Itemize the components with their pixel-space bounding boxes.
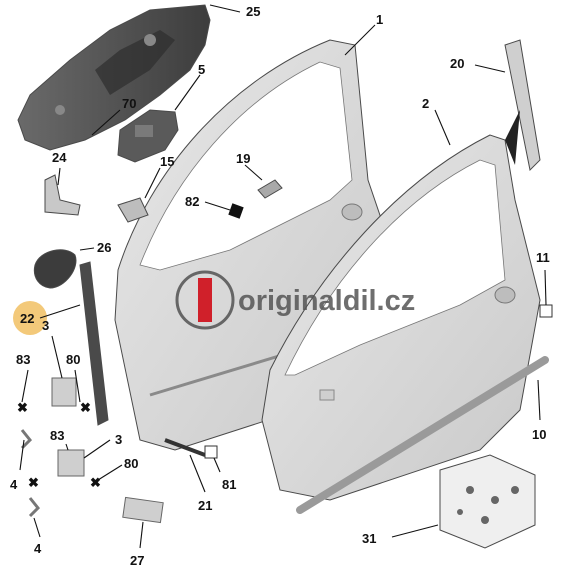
access-cover bbox=[33, 249, 77, 289]
square-plug bbox=[228, 203, 244, 219]
callout-21: 21 bbox=[198, 498, 212, 513]
fastener-kit bbox=[439, 454, 536, 549]
callout-4-lower: 4 bbox=[34, 541, 42, 556]
callout-80-lower: 80 bbox=[124, 456, 138, 471]
callout-highlight bbox=[13, 301, 47, 335]
door-seal-strip bbox=[79, 261, 109, 426]
callout-24: 24 bbox=[52, 150, 67, 165]
callout-31: 31 bbox=[362, 531, 376, 546]
trim-clip bbox=[117, 197, 149, 223]
callout-22: 22 bbox=[20, 311, 34, 326]
callout-10: 10 bbox=[532, 427, 546, 442]
watermark-text: originaldil.cz bbox=[238, 285, 415, 317]
callout-83-lower: 83 bbox=[50, 428, 64, 443]
leader-lines bbox=[19, 4, 547, 549]
callout-2: 2 bbox=[422, 96, 429, 111]
svg-text:✖: ✖ bbox=[17, 400, 28, 415]
callout-83-upper: 83 bbox=[16, 352, 30, 367]
sill-strip bbox=[164, 438, 206, 457]
callout-3-lower: 3 bbox=[115, 432, 122, 447]
callout-81: 81 bbox=[222, 477, 236, 492]
hinge-bracket bbox=[44, 174, 81, 216]
callout-70: 70 bbox=[122, 96, 136, 111]
callout-27: 27 bbox=[130, 553, 144, 568]
lower-hinge-assembly: ✖ ✖ bbox=[28, 449, 101, 518]
svg-text:✖: ✖ bbox=[90, 475, 101, 490]
callout-3-upper: 3 bbox=[42, 318, 49, 333]
svg-text:✖: ✖ bbox=[28, 475, 39, 490]
svg-text:✖: ✖ bbox=[80, 400, 91, 415]
rear-door-shell bbox=[261, 134, 549, 514]
watermark: originaldil.cz bbox=[175, 270, 415, 330]
handle-insert bbox=[257, 179, 283, 199]
callout-25: 25 bbox=[246, 4, 260, 19]
callout-80-upper: 80 bbox=[66, 352, 80, 367]
adhesive-pad bbox=[122, 496, 164, 524]
callout-4-upper: 4 bbox=[10, 477, 18, 492]
plug-11 bbox=[539, 304, 553, 318]
callout-5: 5 bbox=[198, 62, 205, 77]
callout-26: 26 bbox=[97, 240, 111, 255]
callout-1: 1 bbox=[376, 12, 383, 27]
callout-20: 20 bbox=[450, 56, 464, 71]
window-regulator-module bbox=[117, 109, 179, 163]
callout-82: 82 bbox=[185, 194, 199, 209]
pillar-trim bbox=[504, 39, 541, 172]
inner-door-panel bbox=[17, 4, 211, 151]
callout-15: 15 bbox=[160, 154, 174, 169]
callout-11: 11 bbox=[536, 250, 550, 265]
callout-19: 19 bbox=[236, 151, 250, 166]
spring-logo bbox=[198, 278, 212, 322]
small-plug bbox=[204, 445, 218, 459]
callout-labels: 25 1 5 20 70 2 24 15 19 82 26 11 22 3 83… bbox=[10, 4, 550, 568]
upper-hinge-assembly: ✖ ✖ bbox=[17, 377, 91, 450]
